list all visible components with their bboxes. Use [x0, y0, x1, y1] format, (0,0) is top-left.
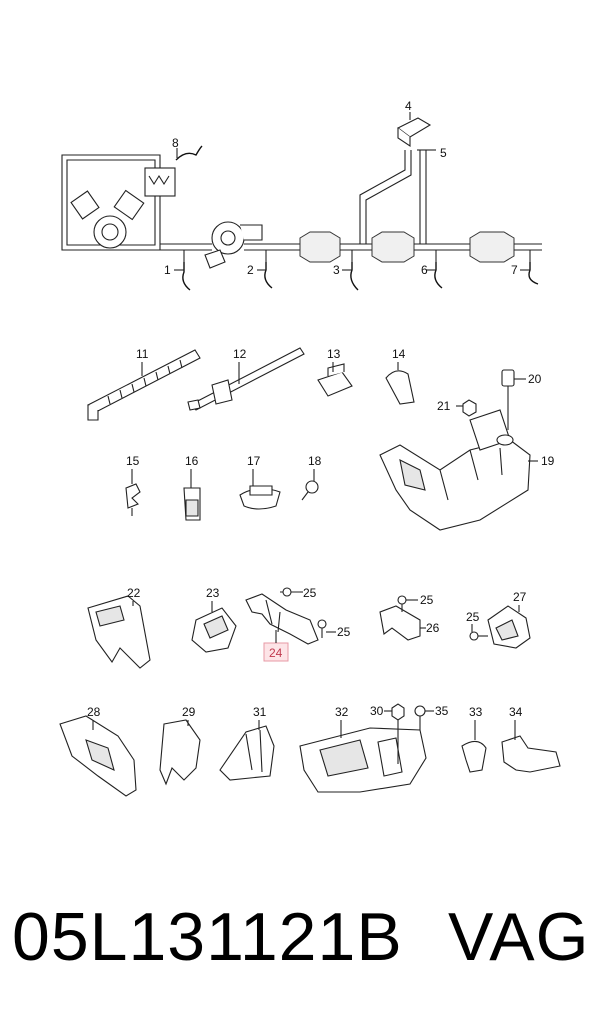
label-part-19[interactable]: 19: [541, 454, 555, 468]
parts-row-clips: [125, 480, 319, 521]
label-part-16[interactable]: 16: [185, 454, 199, 468]
exhaust-schematic: [61, 117, 542, 291]
label-part-25d[interactable]: 25: [466, 610, 480, 624]
label-part-33[interactable]: 33: [469, 705, 483, 719]
schematic-leaders: [174, 112, 530, 271]
label-part-34[interactable]: 34: [509, 705, 523, 719]
parts-row-brackets: [87, 587, 531, 669]
label-part-25c[interactable]: 25: [420, 593, 434, 607]
label-part-24[interactable]: 24: [269, 646, 283, 660]
part-leaders: [92, 362, 538, 740]
label-part-3[interactable]: 3: [333, 263, 340, 277]
label-part-2[interactable]: 2: [247, 263, 254, 277]
parts-row-lower: [59, 703, 561, 797]
label-part-5[interactable]: 5: [440, 146, 447, 160]
label-part-25b[interactable]: 25: [337, 625, 351, 639]
label-part-35[interactable]: 35: [435, 704, 449, 718]
part-labels: 1 2 3 4 5 6 7 8 11 12 13 14 20 21 19 15 …: [87, 99, 555, 719]
label-part-23[interactable]: 23: [206, 586, 220, 600]
parts-row-ties: [87, 347, 531, 531]
label-part-20[interactable]: 20: [528, 372, 542, 386]
label-part-18[interactable]: 18: [308, 454, 322, 468]
part-number-text: 05L131121B: [12, 899, 403, 975]
label-part-21[interactable]: 21: [437, 399, 451, 413]
label-part-17[interactable]: 17: [247, 454, 261, 468]
label-part-7[interactable]: 7: [511, 263, 518, 277]
label-part-32[interactable]: 32: [335, 705, 349, 719]
caption-bar: 05L131121B VAG: [0, 892, 600, 982]
label-part-29[interactable]: 29: [182, 705, 196, 719]
label-part-11[interactable]: 11: [136, 347, 149, 361]
label-part-1[interactable]: 1: [164, 263, 171, 277]
label-part-4[interactable]: 4: [405, 99, 412, 113]
label-part-30[interactable]: 30: [370, 704, 384, 718]
brand-text: VAG: [448, 899, 590, 975]
label-part-6[interactable]: 6: [421, 263, 428, 277]
label-part-22[interactable]: 22: [127, 586, 141, 600]
label-part-15[interactable]: 15: [126, 454, 140, 468]
label-part-25a[interactable]: 25: [303, 586, 317, 600]
label-part-31[interactable]: 31: [253, 705, 267, 719]
label-part-14[interactable]: 14: [392, 347, 406, 361]
label-part-8[interactable]: 8: [172, 136, 179, 150]
label-part-28[interactable]: 28: [87, 705, 101, 719]
parts-diagram: 1 2 3 4 5 6 7 8 11 12 13 14 20 21 19 15 …: [59, 99, 561, 797]
label-part-13[interactable]: 13: [327, 347, 341, 361]
label-part-26[interactable]: 26: [426, 621, 440, 635]
label-part-27[interactable]: 27: [513, 590, 527, 604]
label-part-12[interactable]: 12: [233, 347, 247, 361]
